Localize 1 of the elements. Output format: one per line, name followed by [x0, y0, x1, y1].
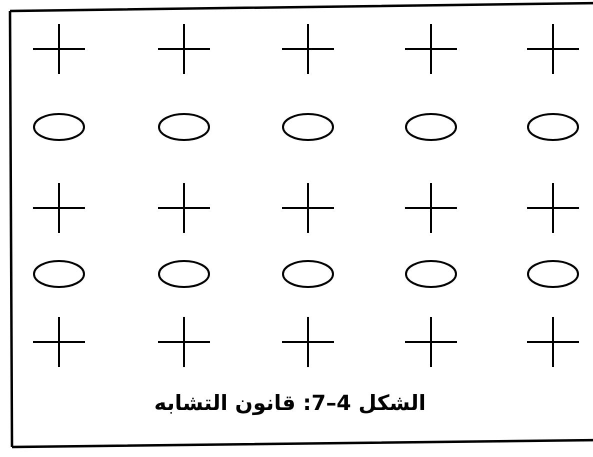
caption: الشكل 4–7: قانون التشابه — [153, 390, 427, 418]
